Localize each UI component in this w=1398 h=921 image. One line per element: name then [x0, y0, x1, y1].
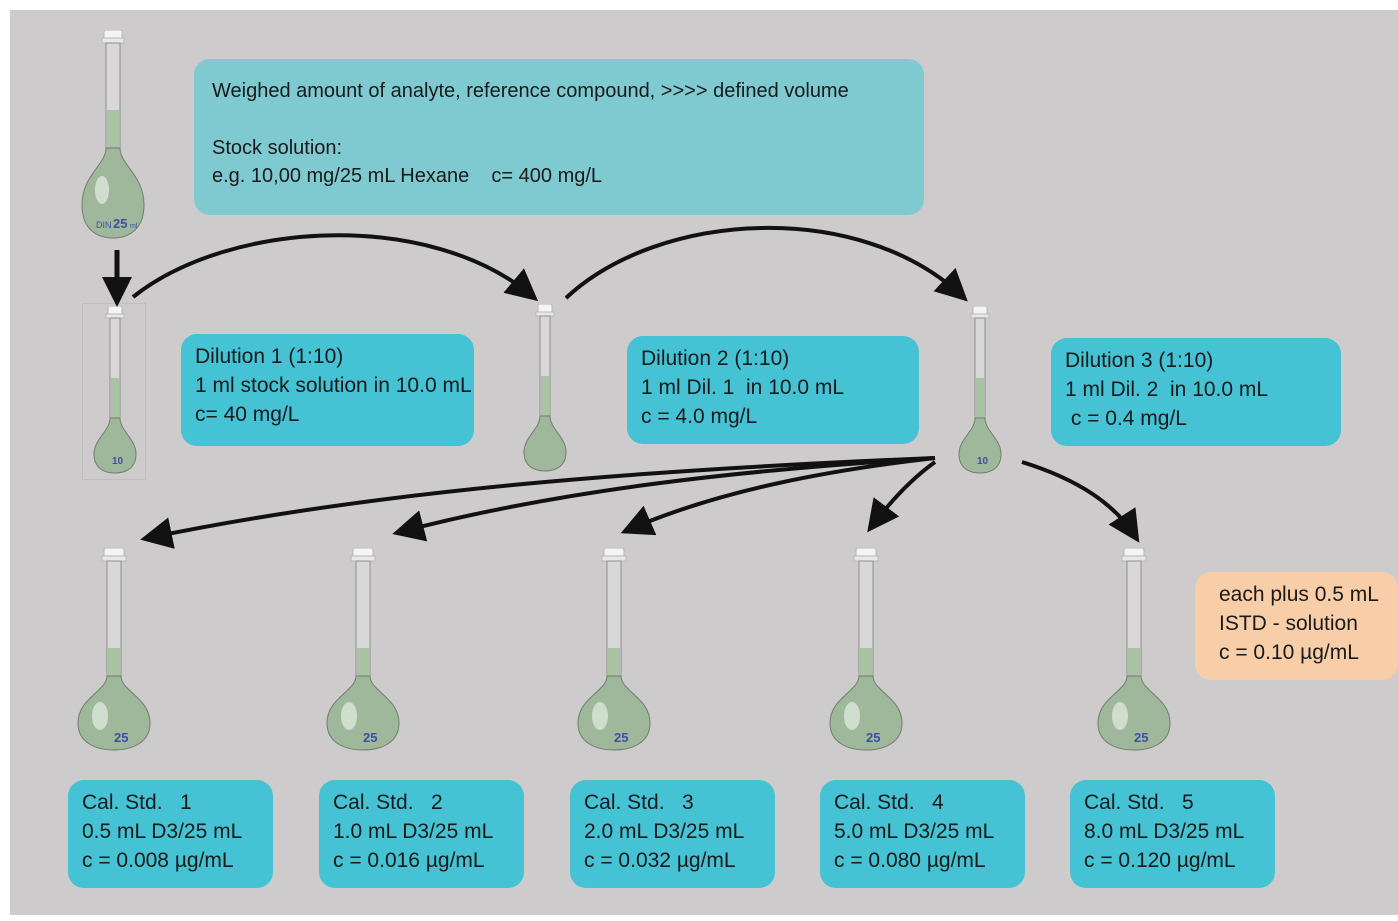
flask-volume: 25	[1134, 730, 1148, 745]
dilution-3-box: Dilution 3 (1:10) 1 ml Dil. 2 in 10.0 mL…	[1051, 338, 1341, 446]
flask-unit: ml	[130, 223, 138, 230]
arrow-dilution-3-to-cal-3	[620, 456, 936, 536]
istd-line-1: each plus 0.5 mL	[1219, 583, 1379, 606]
cal-std-conc: c = 0.016 µg/mL	[333, 849, 485, 872]
cal-std-2-flask-icon: 25	[326, 548, 400, 751]
cal-std-conc: c = 0.032 µg/mL	[584, 849, 736, 872]
istd-line-2: ISTD - solution	[1219, 612, 1358, 635]
cal-std-conc: c = 0.008 µg/mL	[82, 849, 234, 872]
cal-std-1-flask-icon: 25	[77, 548, 151, 751]
cal-std-desc: 5.0 mL D3/25 mL	[834, 820, 995, 843]
flask-volume: 25	[114, 730, 128, 745]
dilution-title: Dilution 1 (1:10)	[195, 345, 344, 368]
cal-std-conc: c = 0.080 µg/mL	[834, 849, 986, 872]
flask-maker: DIN	[96, 220, 112, 230]
flask-volume: 25	[614, 730, 628, 745]
dilution-conc: c = 4.0 mg/L	[641, 405, 758, 428]
dilution-conc: c= 40 mg/L	[195, 403, 300, 426]
cal-std-4-flask-icon: 25	[829, 548, 903, 751]
cal-std-4-box: Cal. Std. 4 5.0 mL D3/25 mL c = 0.080 µg…	[820, 780, 1025, 888]
istd-box: each plus 0.5 mL ISTD - solution c = 0.1…	[1195, 572, 1398, 680]
dilution-3-flask-icon: 10	[958, 306, 1002, 474]
dilution-1-flask-icon: 10	[93, 306, 137, 474]
istd-line-3: c = 0.10 µg/mL	[1219, 641, 1359, 664]
flask-volume: 25	[113, 216, 127, 231]
flask-volume: 25	[866, 730, 880, 745]
cal-std-title: Cal. Std. 1	[82, 791, 192, 814]
dilution-2-box: Dilution 2 (1:10) 1 ml Dil. 1 in 10.0 mL…	[627, 336, 919, 444]
stock-flask-icon: DIN 25 ml	[81, 30, 145, 239]
dilution-2-flask-icon	[523, 304, 567, 472]
cal-std-1-box: Cal. Std. 1 0.5 mL D3/25 mL c = 0.008 µg…	[68, 780, 273, 888]
cal-std-2-box: Cal. Std. 2 1.0 mL D3/25 mL c = 0.016 µg…	[319, 780, 524, 888]
cal-std-desc: 1.0 mL D3/25 mL	[333, 820, 494, 843]
cal-std-title: Cal. Std. 5	[1084, 791, 1194, 814]
stock-solution-box: Weighed amount of analyte, reference com…	[194, 59, 924, 215]
cal-std-desc: 2.0 mL D3/25 mL	[584, 820, 745, 843]
arrow-dilution-2-to-3	[564, 226, 968, 302]
cal-std-3-box: Cal. Std. 3 2.0 mL D3/25 mL c = 0.032 µg…	[570, 780, 775, 888]
arrow-dilution-3-to-cal-1	[140, 456, 936, 549]
dilution-desc: 1 ml Dil. 1 in 10.0 mL	[641, 376, 845, 399]
stock-line-2: Stock solution:	[212, 137, 343, 159]
dilution-desc: 1 ml stock solution in 10.0 mL	[195, 374, 472, 397]
cal-std-title: Cal. Std. 3	[584, 791, 694, 814]
arrow-dilution-3-to-cal-2	[392, 456, 936, 542]
dilution-title: Dilution 2 (1:10)	[641, 347, 790, 370]
cal-std-5-box: Cal. Std. 5 8.0 mL D3/25 mL c = 0.120 µg…	[1070, 780, 1275, 888]
arrow-dilution-1-to-2	[131, 233, 539, 302]
cal-std-3-flask-icon: 25	[577, 548, 651, 751]
cal-std-title: Cal. Std. 4	[834, 791, 944, 814]
stock-line-3: e.g. 10,00 mg/25 mL Hexane c= 400 mg/L	[212, 165, 603, 187]
cal-std-desc: 0.5 mL D3/25 mL	[82, 820, 243, 843]
cal-std-title: Cal. Std. 2	[333, 791, 443, 814]
cal-std-conc: c = 0.120 µg/mL	[1084, 849, 1236, 872]
dilution-title: Dilution 3 (1:10)	[1065, 349, 1214, 372]
cal-std-desc: 8.0 mL D3/25 mL	[1084, 820, 1245, 843]
arrow-dilution-3-to-cal-4	[867, 460, 937, 533]
flask-volume: 10	[112, 456, 124, 467]
arrow-dilution-3-to-cal-5	[1021, 460, 1140, 543]
dilution-desc: 1 ml Dil. 2 in 10.0 mL	[1065, 378, 1269, 401]
dilution-conc: c = 0.4 mg/L	[1065, 407, 1187, 430]
flask-volume: 10	[977, 456, 989, 467]
cal-std-5-flask-icon: 25	[1097, 548, 1171, 751]
stock-line-1: Weighed amount of analyte, reference com…	[212, 80, 849, 102]
flask-volume: 25	[363, 730, 377, 745]
dilution-1-box: Dilution 1 (1:10) 1 ml stock solution in…	[181, 334, 474, 446]
